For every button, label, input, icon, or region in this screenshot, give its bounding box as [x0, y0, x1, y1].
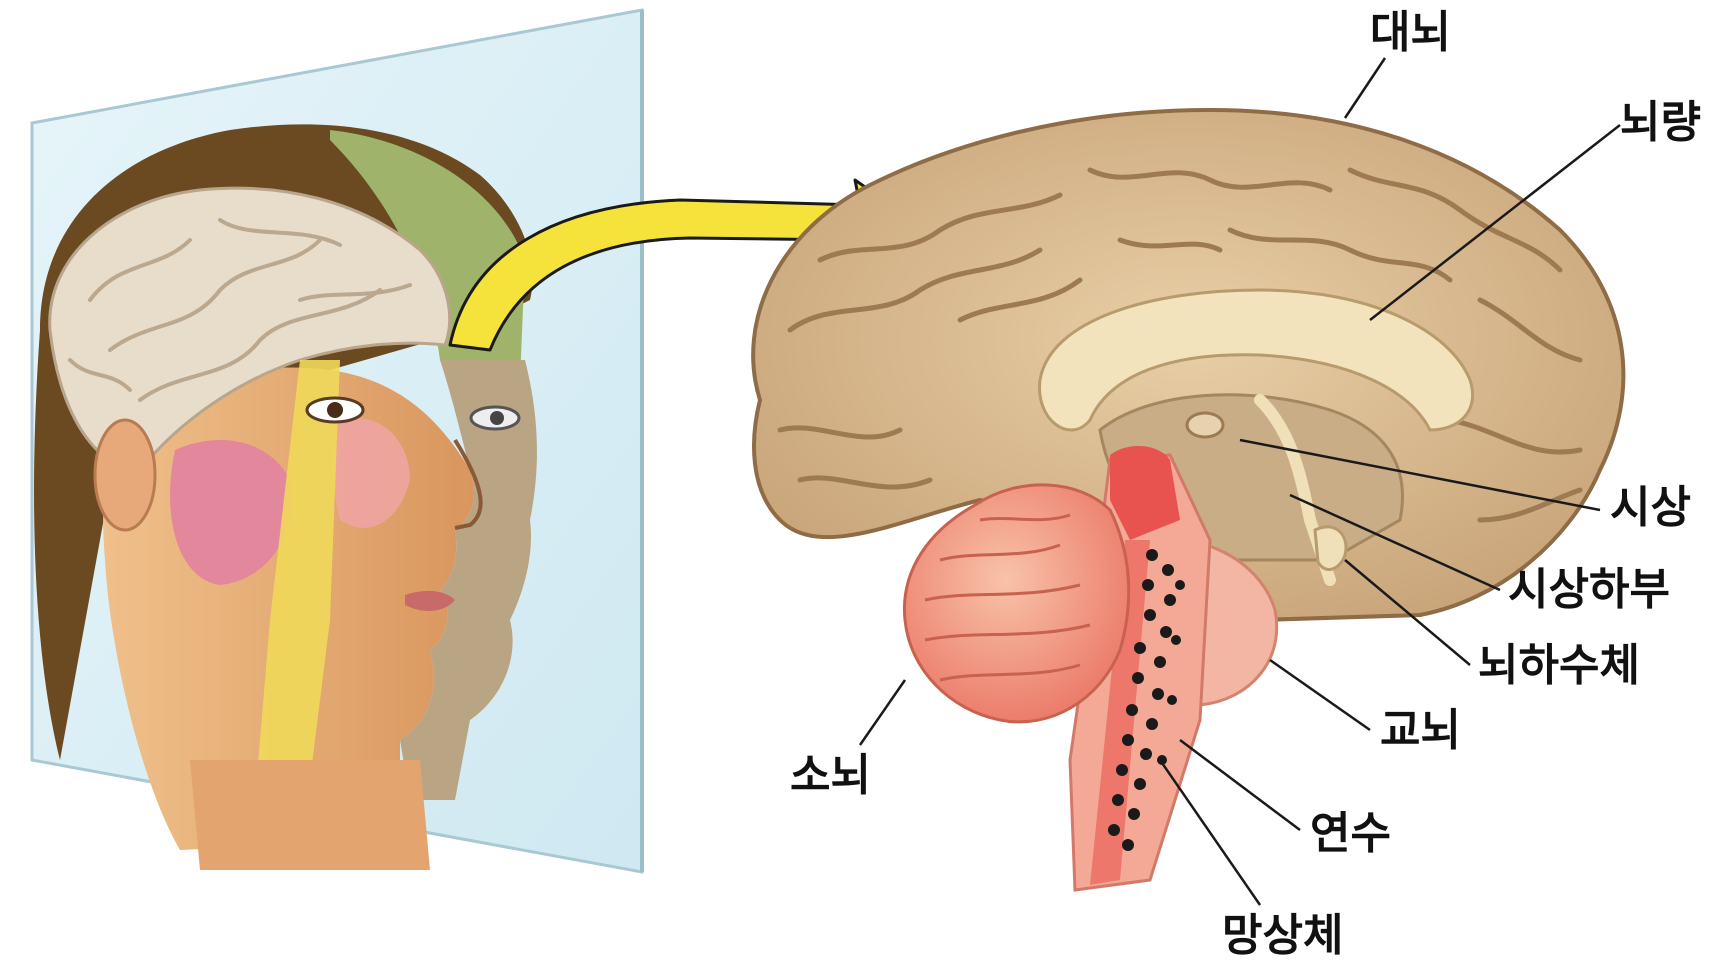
- label-corpus-callosum: 뇌량: [1620, 97, 1701, 148]
- iris-left: [327, 402, 343, 418]
- thalamus: [1187, 413, 1223, 437]
- iris-right: [490, 411, 504, 425]
- leader-reticular-formation: [1160, 760, 1260, 905]
- label-pons: 교뇌: [1380, 705, 1461, 756]
- leader-cerebellum: [860, 680, 905, 745]
- label-cerebrum: 대뇌: [1370, 7, 1451, 58]
- sagittal-brain: [753, 110, 1623, 890]
- label-thalamus: 시상: [1610, 482, 1691, 533]
- leader-pons: [1270, 660, 1370, 730]
- neck: [190, 760, 430, 870]
- label-reticular-formation: 망상체: [1222, 910, 1343, 961]
- label-medulla: 연수: [1310, 808, 1391, 859]
- pituitary-gland: [1315, 527, 1346, 570]
- label-cerebellum: 소뇌: [790, 750, 871, 801]
- ear: [95, 420, 155, 530]
- head-illustration: [32, 10, 642, 872]
- label-pituitary: 뇌하수체: [1478, 640, 1640, 691]
- leader-cerebrum: [1345, 58, 1385, 118]
- label-hypothalamus: 시상하부: [1508, 564, 1670, 615]
